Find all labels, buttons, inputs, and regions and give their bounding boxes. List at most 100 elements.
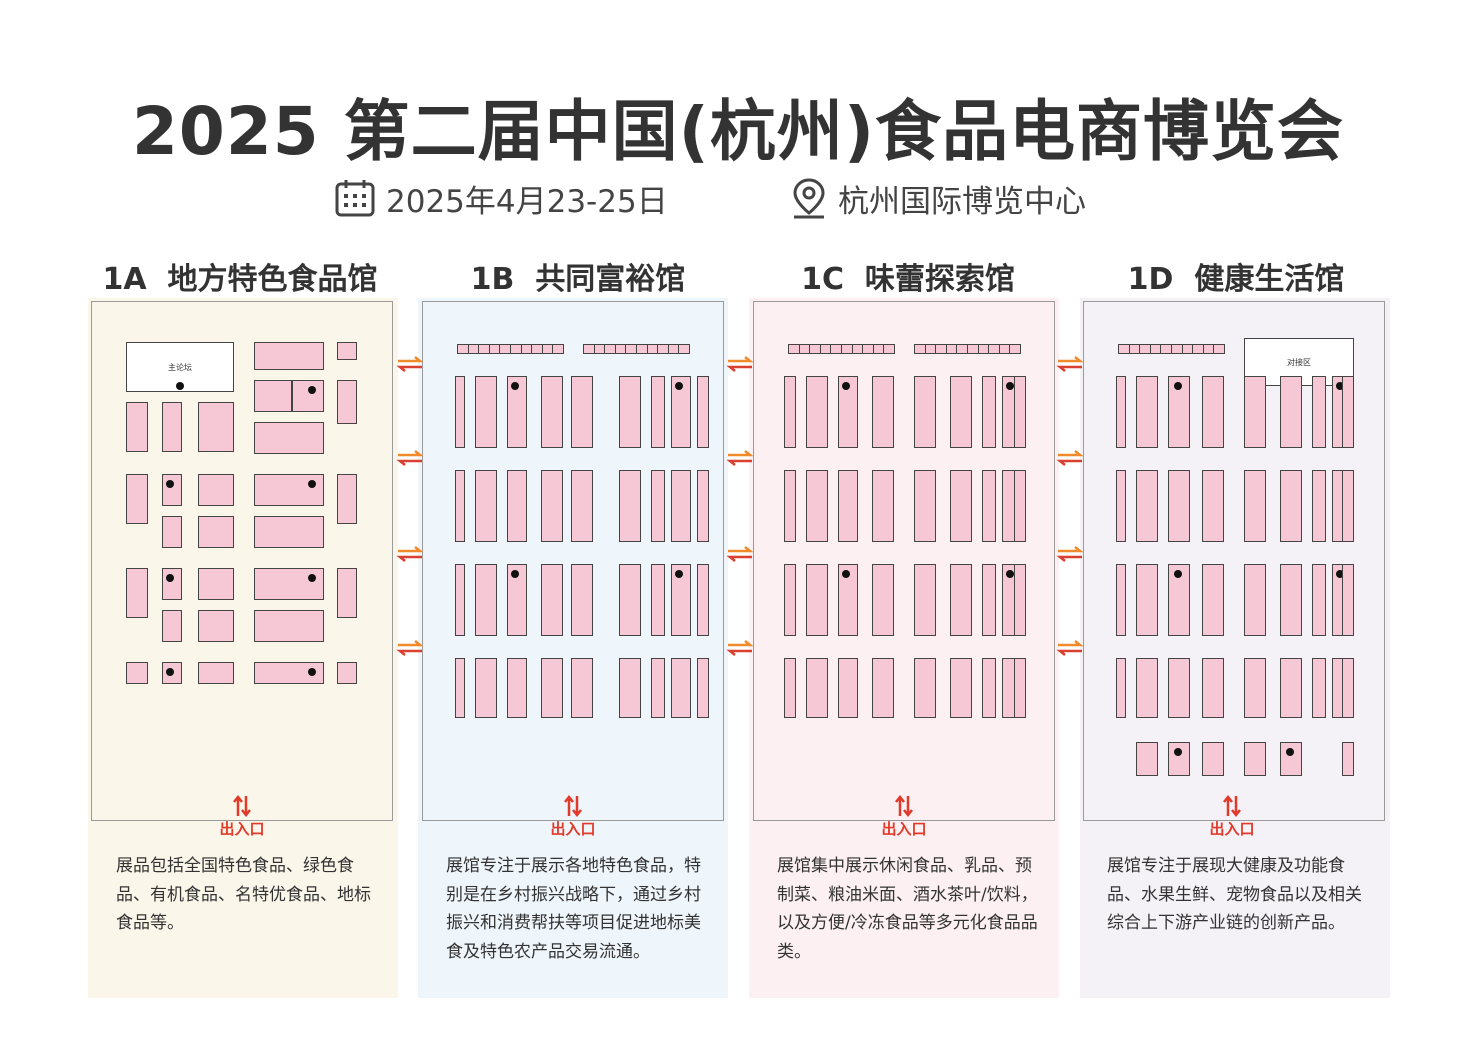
booth-strip: [457, 344, 564, 354]
booth: [1168, 564, 1190, 636]
booth: [697, 470, 709, 542]
booth: [671, 564, 691, 636]
hall-connection-arrows-icon: [1056, 546, 1084, 562]
booth: [198, 474, 234, 506]
booth: [162, 610, 182, 642]
booth-marker: [308, 386, 316, 394]
hall-1d-floor-plan: 对接区: [1083, 301, 1385, 821]
hall-1c-entrance: 出入口: [881, 820, 927, 838]
booth: [1244, 742, 1266, 776]
booth: [126, 402, 148, 452]
booth-marker: [1174, 570, 1182, 578]
booth-marker: [511, 382, 519, 390]
booth-marker: [842, 570, 850, 578]
booth: [126, 662, 148, 684]
booth: [162, 402, 182, 452]
booth: [126, 568, 148, 618]
booth: [806, 658, 828, 718]
hall-connection-arrows-icon: [726, 640, 754, 656]
hall-1b-title: 1B 共同富裕馆: [470, 262, 686, 297]
booth: [1342, 470, 1354, 542]
hall-1a-title: 1A 地方特色食品馆: [102, 262, 378, 297]
booth: [507, 564, 527, 636]
booth: [337, 568, 357, 618]
booth: [571, 376, 593, 448]
booth: [1280, 564, 1302, 636]
booth: [838, 564, 858, 636]
booth: [254, 662, 324, 684]
booth: [126, 474, 148, 524]
booth: [1168, 742, 1190, 776]
hall-connection-arrows-icon: [726, 546, 754, 562]
booth-marker: [166, 480, 174, 488]
booth: [507, 376, 527, 448]
booth: [162, 474, 182, 506]
hall-1c-title: 1C 味蕾探索馆: [801, 262, 1015, 297]
booth: [982, 470, 996, 542]
booth: [1280, 470, 1302, 542]
booth: [1136, 470, 1158, 542]
booth: [838, 470, 858, 542]
booth-strip: [788, 344, 895, 354]
booth: [806, 564, 828, 636]
booth: [198, 402, 234, 452]
booth: [806, 470, 828, 542]
booth: [1202, 658, 1224, 718]
hall-1b-entrance: 出入口: [550, 820, 596, 838]
booth: [1312, 470, 1326, 542]
booth: [1014, 470, 1026, 542]
hall-connection-arrows-icon: [726, 450, 754, 466]
hall-connection-arrows-icon: [726, 356, 754, 372]
booth: [507, 470, 527, 542]
booth: [619, 376, 641, 448]
booth-marker: [308, 668, 316, 676]
booth: [571, 658, 593, 718]
booth: [1244, 376, 1266, 448]
booth: [671, 376, 691, 448]
booth: [784, 564, 796, 636]
hall-1b-description: 展馆专注于展示各地特色食品，特别是在乡村振兴战略下，通过乡村振兴和消费帮扶等项目…: [446, 856, 701, 962]
hall-1a-entrance: 出入口: [219, 820, 265, 838]
booth: [1009, 344, 1021, 354]
booth-strip: [583, 344, 690, 354]
booth: [455, 470, 465, 542]
booth-marker: [1174, 382, 1182, 390]
booth: [914, 564, 936, 636]
booth: [1280, 658, 1302, 718]
booth: [914, 470, 936, 542]
booth-marker: [166, 574, 174, 582]
booth: [198, 610, 234, 642]
booth-marker: [1174, 748, 1182, 756]
booth: [1136, 376, 1158, 448]
booth: [1280, 742, 1302, 776]
booth: [541, 658, 563, 718]
entrance-arrows-icon: [1223, 794, 1241, 818]
booth: [254, 474, 324, 506]
booth: [872, 470, 894, 542]
booth: [838, 376, 858, 448]
booth: [475, 470, 497, 542]
booth: [1116, 658, 1126, 718]
booth: [1342, 564, 1354, 636]
booth: [455, 376, 465, 448]
hall-1d-description: 展馆专注于展现大健康及功能食品、水果生鲜、宠物食品以及相关综合上下游产业链的创新…: [1107, 856, 1362, 933]
booth-marker: [675, 382, 683, 390]
booth: [337, 380, 357, 424]
booth: [950, 376, 972, 448]
booth: [1116, 564, 1126, 636]
booth: [1202, 376, 1224, 448]
booth: [651, 658, 665, 718]
booth: [254, 422, 324, 454]
booth-strip: [914, 344, 1021, 354]
booth: [914, 376, 936, 448]
booth: [254, 568, 324, 600]
booth: [1280, 376, 1302, 448]
booth: [1014, 376, 1026, 448]
booth: [571, 470, 593, 542]
booth: [982, 564, 996, 636]
location-pin-icon: [793, 178, 825, 219]
booth: [619, 564, 641, 636]
booth: [1136, 564, 1158, 636]
hall-1c-description: 展馆集中展示休闲食品、乳品、预制菜、粮油米面、酒水茶叶/饮料，以及方便/冷冻食品…: [777, 856, 1038, 962]
booth: [950, 658, 972, 718]
